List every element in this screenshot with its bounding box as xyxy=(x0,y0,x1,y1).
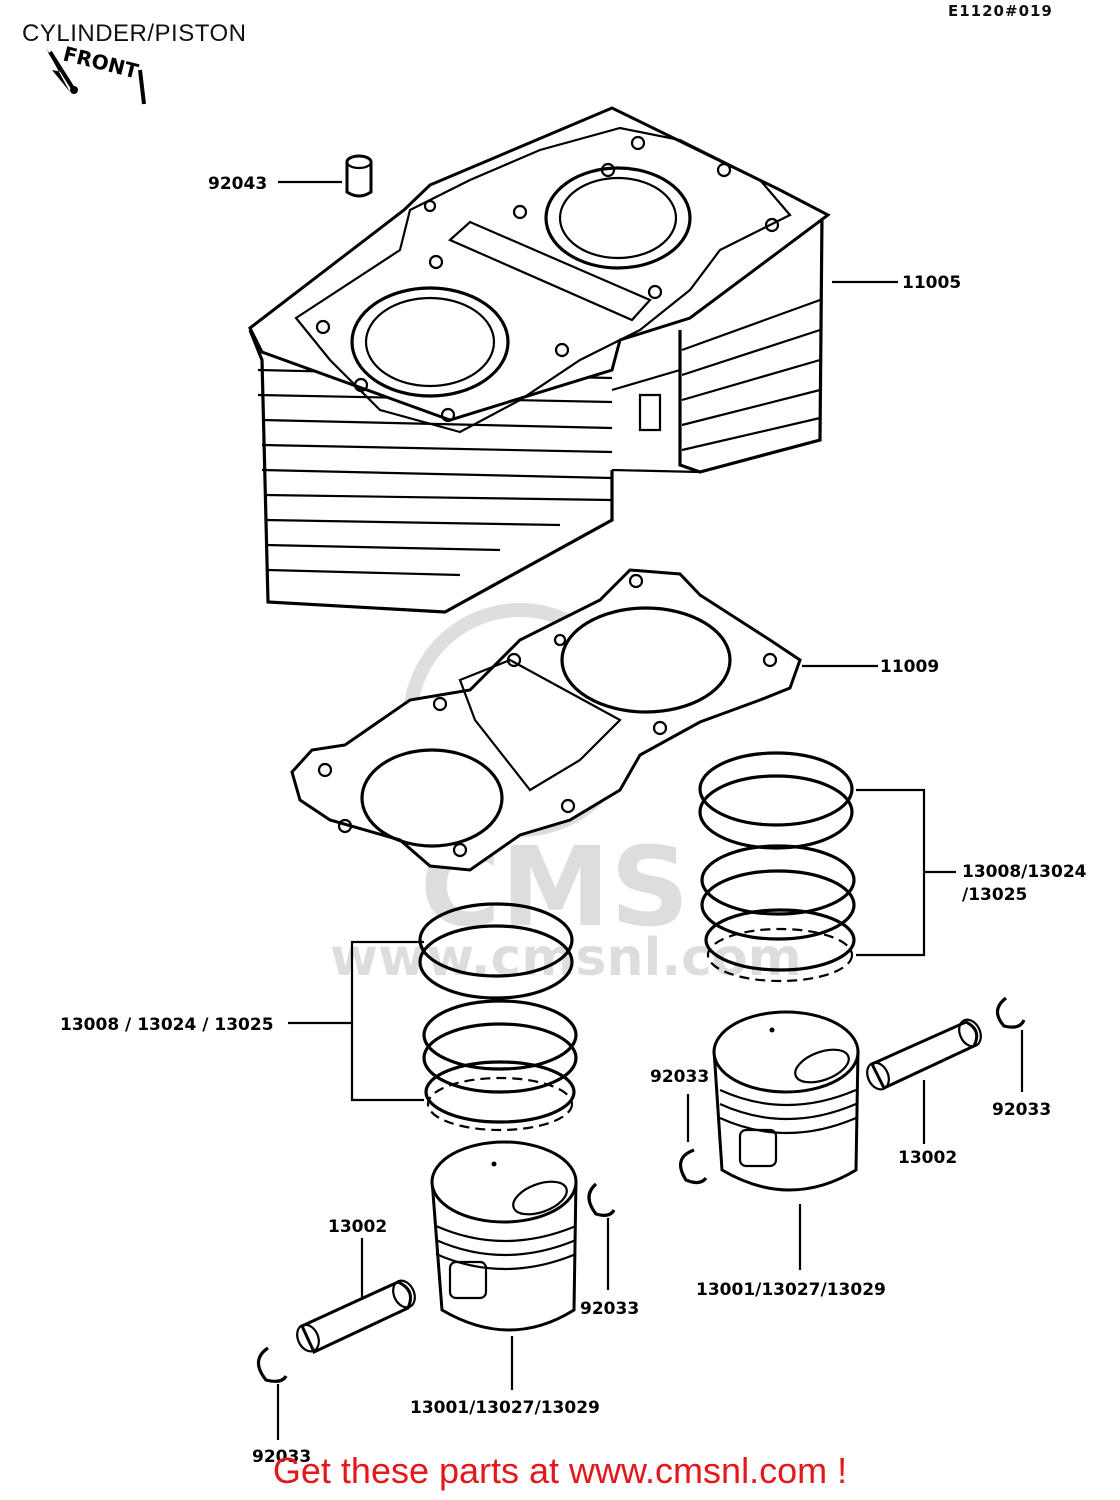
callout-rings-right: 13008/13024 xyxy=(962,862,1087,882)
circlip-left-right xyxy=(587,1182,616,1217)
base-gasket xyxy=(290,568,802,872)
callout-piston-left: 13001/13027/13029 xyxy=(410,1398,600,1418)
callout-base-gasket: 11009 xyxy=(880,657,939,677)
wrist-pin-right xyxy=(866,1018,982,1091)
callout-piston-right: 13001/13027/13029 xyxy=(696,1280,886,1300)
callout-rings-right-b: /13025 xyxy=(962,885,1027,905)
front-arrow-icon: FRONT xyxy=(46,42,146,105)
wrist-pin-left xyxy=(296,1279,416,1354)
callout-clip-right-far: 92033 xyxy=(992,1100,1051,1120)
piston-right xyxy=(712,1010,860,1192)
callout-dowel-pin: 92043 xyxy=(208,174,267,194)
circlip-right-near xyxy=(678,1148,708,1185)
footer-call-to-action[interactable]: Get these parts at www.cmsnl.com ! xyxy=(272,1450,848,1491)
page-title: CYLINDER/PISTON xyxy=(22,20,247,47)
piston-left xyxy=(430,1140,578,1332)
cylinder-block xyxy=(248,106,831,614)
front-label: FRONT xyxy=(61,42,141,84)
callout-clip-left-bottom: 92033 xyxy=(252,1447,311,1467)
callout-rings-left: 13008 / 13024 / 13025 xyxy=(60,1015,274,1035)
callout-clip-left-right: 92033 xyxy=(580,1299,639,1319)
circlip-left-bottom xyxy=(256,1346,288,1383)
circlip-right-far xyxy=(995,996,1026,1029)
callout-clip-right-top: 92033 xyxy=(650,1067,709,1087)
reference-code: E1120#019 xyxy=(948,2,1053,20)
callout-pin-right: 13002 xyxy=(898,1148,957,1168)
callout-cylinder: 11005 xyxy=(902,273,961,293)
piston-rings-right xyxy=(698,751,856,983)
callout-pin-left: 13002 xyxy=(328,1217,387,1237)
piston-rings-left xyxy=(418,902,578,1132)
dowel-pin xyxy=(345,154,373,198)
